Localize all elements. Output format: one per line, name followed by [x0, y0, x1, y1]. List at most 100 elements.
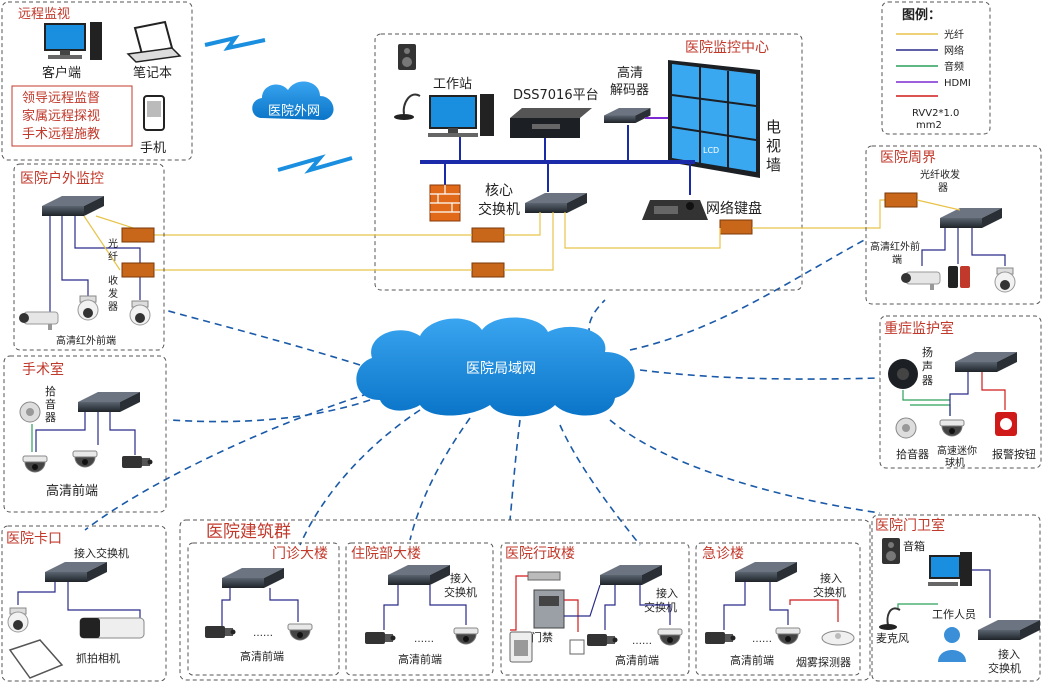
- inpatient-dome-camera-icon: [453, 627, 479, 645]
- icu-panel: 重症监护室 扬 声 器 拾音器 高速迷你 球机 报警按钮: [879, 315, 1042, 469]
- emergency-switch-label-2: 交换机: [813, 585, 846, 599]
- outpatient-box-camera-icon: [205, 626, 236, 638]
- wireless-bolt-2: [277, 154, 353, 174]
- emergency-front-label: 高清前端: [730, 653, 774, 667]
- outdoor-switch-icon: [42, 196, 104, 216]
- client-label: 客户端: [42, 65, 81, 81]
- platform-label: DSS7016平台: [513, 88, 599, 103]
- perimeter-transceiver: [884, 192, 918, 208]
- bus-drops: [444, 125, 691, 195]
- surgery-pickup-icon: [19, 401, 41, 423]
- wireless-bolt-1: [204, 34, 266, 52]
- legend-label-1: 网络: [944, 44, 964, 57]
- icu-dome-label-2: 球机: [945, 456, 965, 469]
- legend-label-0: 光纤: [944, 28, 964, 41]
- remote-monitoring-panel: 远程监视 客户端 笔记本 领导远程监督 家属远程探视 手术远程施教 手机: [1, 1, 193, 161]
- surgery-pickup-label-3: 器: [45, 411, 56, 424]
- link-outdoor: [164, 309, 361, 366]
- alarm-button-icon: [995, 412, 1017, 436]
- icu-title: 重症监护室: [884, 320, 954, 337]
- outdoor-transceiver-2: [121, 262, 155, 278]
- link-checkpoint: [84, 389, 381, 531]
- client-pc-icon: [44, 22, 102, 60]
- admin-panel: 医院行政楼 接入 交换机 门禁: [500, 542, 690, 676]
- core-switch-icon: [525, 193, 587, 213]
- staff-label: 工作人员: [932, 608, 976, 621]
- icu-speaker-icon: [888, 359, 918, 389]
- outpatient-switch-icon: [222, 568, 284, 588]
- outdoor-transceiver-1: [121, 227, 155, 243]
- admin-switch-label-1: 接入: [656, 587, 678, 600]
- capture-camera-label: 抓拍相机: [76, 651, 120, 665]
- inpatient-title: 住院部大楼: [351, 546, 421, 562]
- gate-speaker-icon: [882, 538, 900, 564]
- inpatient-switch-icon: [388, 565, 450, 585]
- perimeter-bullet-camera-icon: [900, 271, 941, 291]
- legend-label-2: 音频: [944, 60, 964, 73]
- alarm-label: 报警按钮: [992, 447, 1036, 461]
- link-admin: [509, 419, 521, 521]
- gate-title: 医院门卫室: [875, 517, 945, 534]
- admin-title: 医院行政楼: [505, 546, 575, 562]
- admin-switch-label-2: 交换机: [644, 600, 677, 614]
- checkpoint-panel: 医院卡口 接入交换机 抓拍相机: [1, 525, 167, 682]
- legend-rvv-unit: mm2: [916, 120, 942, 131]
- legend-title: 图例：: [902, 7, 941, 23]
- emergency-panel: 急诊楼 接入 交换机 …… 高清前端 烟雾探测器: [695, 542, 861, 676]
- outdoor-xcvr-label-3: 收: [108, 274, 118, 287]
- lan-cloud-label: 医院局域网: [466, 361, 536, 377]
- perimeter-title: 医院周界: [880, 150, 936, 166]
- tv-wall-label-2: 视: [766, 137, 781, 155]
- outdoor-xcvr-label-4: 发: [108, 287, 118, 300]
- gate-microphone-icon: [879, 607, 901, 630]
- workstation-pc-icon: [428, 94, 494, 137]
- legend-label-4: RVV2*1.0: [912, 108, 959, 119]
- smoke-detector-icon: [821, 630, 855, 646]
- laptop-label: 笔记本: [133, 65, 172, 81]
- smoke-detector-label: 烟雾探测器: [796, 655, 851, 669]
- link-outpatient: [299, 409, 421, 546]
- icu-pickup-label: 拾音器: [896, 447, 929, 461]
- gate-pc-icon: [928, 552, 972, 586]
- link-perimeter: [629, 237, 869, 351]
- emergency-box-camera-icon: [705, 632, 736, 644]
- link-surgery: [167, 399, 371, 423]
- lan-cloud: 医院局域网: [356, 317, 635, 417]
- fiber-links: [155, 199, 885, 271]
- outpatient-front-label: 高清前端: [240, 649, 284, 663]
- admin-box-camera-icon: [587, 634, 618, 646]
- emergency-switch-icon: [735, 562, 797, 582]
- outdoor-bullet-camera-icon: [18, 311, 59, 331]
- perimeter-ptz-camera-icon: [994, 267, 1016, 293]
- gate-room-panel: 医院门卫室 音箱 工作人员 麦克风 接入 交换机: [871, 514, 1041, 682]
- card-reader-icon: [509, 631, 533, 663]
- center-transceiver-2: [471, 262, 505, 278]
- icu-dome-camera-icon: [939, 419, 965, 437]
- emergency-dots: ……: [752, 634, 772, 645]
- outpatient-dots: ……: [253, 628, 273, 639]
- perimeter-switch-icon: [940, 208, 1002, 228]
- outdoor-xcvr-label-2: 纤: [108, 250, 118, 263]
- phone-icon: [143, 95, 165, 131]
- firewall-icon: [429, 184, 461, 222]
- surgery-pickup-label-2: 音: [45, 397, 56, 411]
- icu-pickup-icon: [895, 417, 917, 439]
- link-gate: [609, 419, 881, 514]
- checkpoint-title: 医院卡口: [6, 531, 62, 547]
- surgery-switch-icon: [78, 392, 140, 412]
- link-center: [588, 299, 606, 336]
- surgery-panel: 手术室 拾 音 器 高清前端: [3, 355, 167, 513]
- surgery-box-camera-icon: [122, 456, 153, 468]
- monitoring-center-panel: 医院监控中心 工作站 DSS7016平台 高清 解码器: [374, 33, 803, 291]
- remote-line-2: 家属远程探视: [22, 108, 100, 124]
- exit-button-icon: [569, 639, 585, 655]
- inpatient-panel: 住院部大楼 接入 交换机 …… 高清前端: [345, 542, 494, 676]
- surgery-pickup-label-1: 拾: [45, 384, 56, 398]
- staff-person-icon: [938, 627, 966, 662]
- admin-dots: ……: [632, 636, 652, 647]
- outpatient-dome-camera-icon: [287, 623, 313, 641]
- external-cloud-label: 医院外网: [268, 104, 320, 119]
- gate-mic-label: 麦克风: [876, 632, 909, 645]
